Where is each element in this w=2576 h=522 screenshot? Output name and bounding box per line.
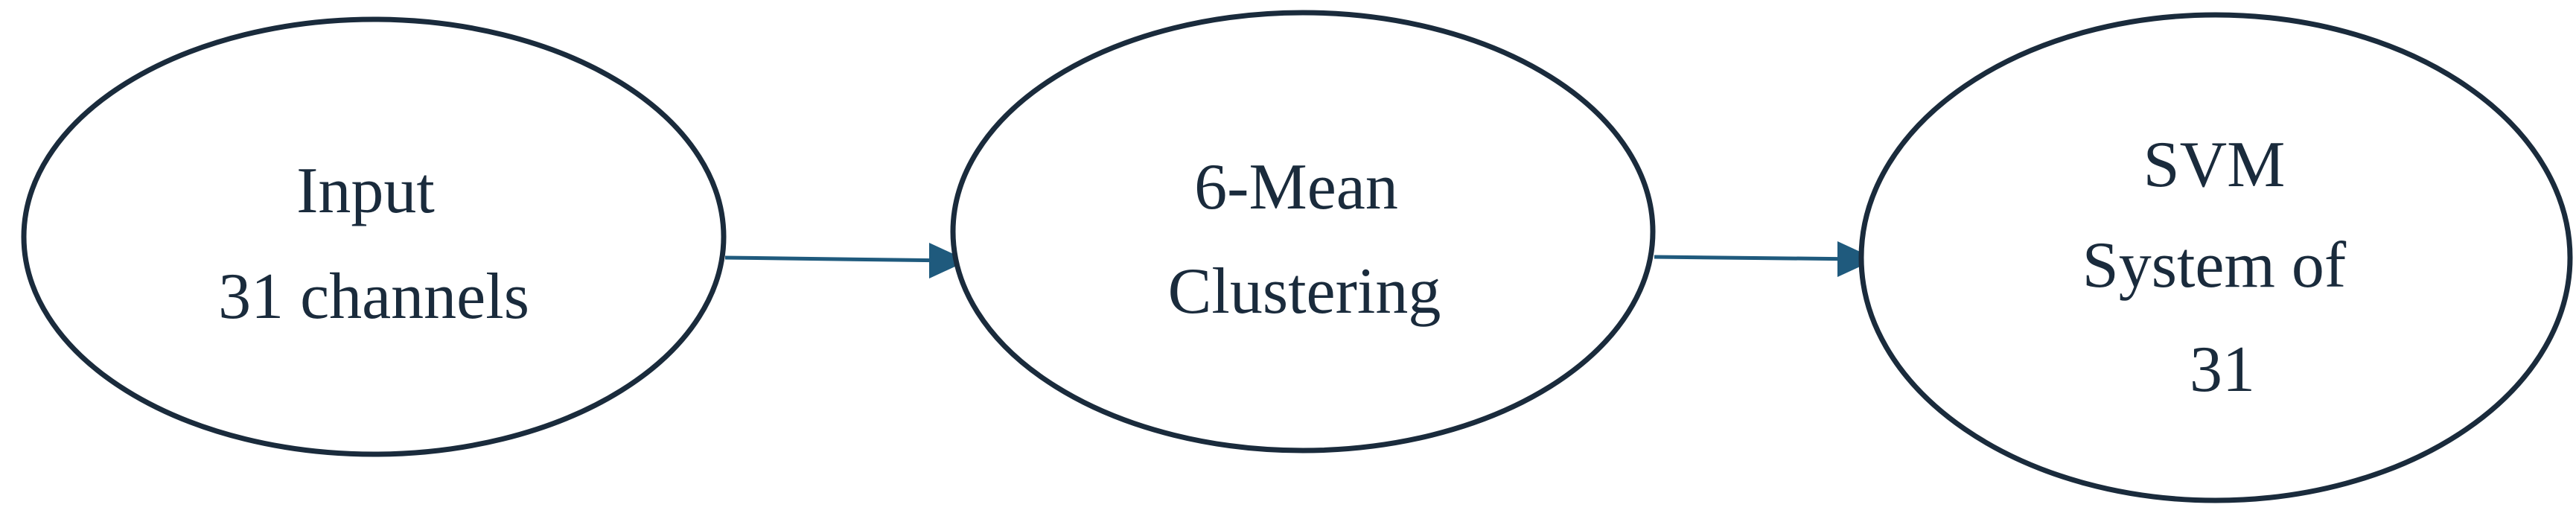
node-clustering-label: 6-Mean Clustering bbox=[1168, 151, 1441, 328]
arrowhead-clustering-to-svm bbox=[1837, 241, 1876, 277]
arrow-input-to-clustering bbox=[724, 255, 955, 263]
edge-input-to-clustering bbox=[724, 243, 968, 278]
edge-clustering-to-svm bbox=[1654, 241, 1876, 277]
node-svm: SVM System of 31 bbox=[1858, 12, 2573, 503]
node-svm-line-3: 31 bbox=[2190, 334, 2255, 406]
node-input-ellipse bbox=[21, 16, 727, 457]
node-input-line-1: Input bbox=[296, 155, 435, 227]
node-clustering-ellipse bbox=[950, 10, 1656, 453]
arrowhead-input-to-clustering bbox=[929, 243, 968, 278]
node-input: Input 31 channels bbox=[21, 16, 727, 457]
node-svm-label: SVM System of 31 bbox=[2082, 129, 2362, 406]
node-svm-line-2: System of bbox=[2082, 229, 2347, 302]
node-input-label: Input 31 channels bbox=[218, 155, 529, 333]
arrow-clustering-to-svm bbox=[1654, 255, 1862, 261]
node-input-line-2: 31 channels bbox=[218, 261, 529, 333]
node-svm-ellipse bbox=[1858, 12, 2573, 503]
node-clustering-line-2: Clustering bbox=[1168, 255, 1441, 328]
node-svm-line-1: SVM bbox=[2143, 129, 2286, 201]
node-clustering: 6-Mean Clustering bbox=[950, 10, 1656, 453]
node-clustering-line-1: 6-Mean bbox=[1194, 151, 1398, 223]
